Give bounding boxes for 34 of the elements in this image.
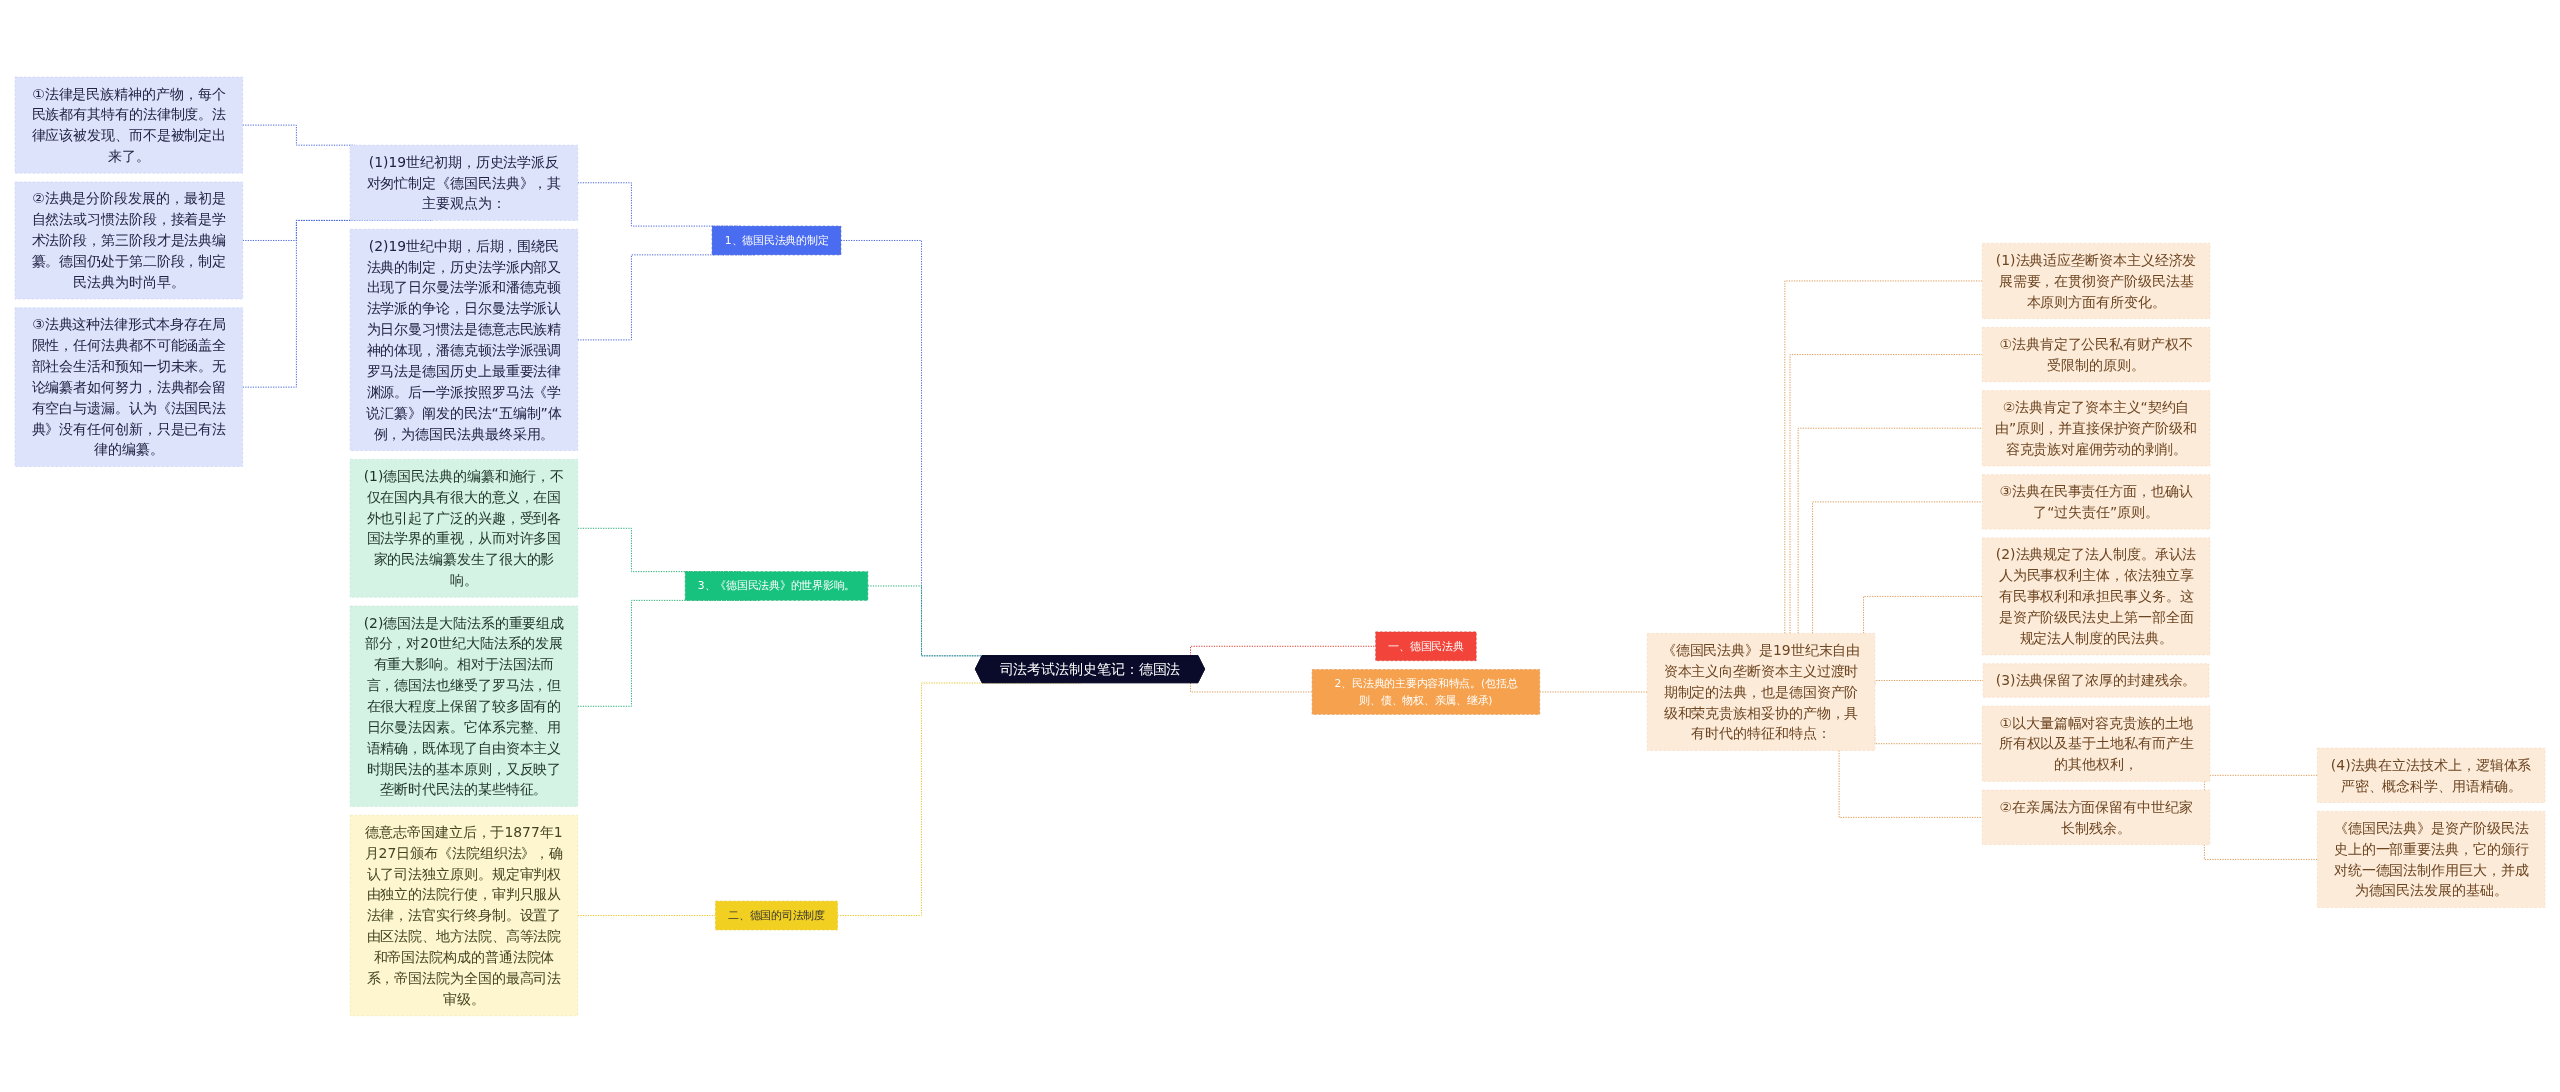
connector bbox=[1789, 353, 1983, 634]
node-box: ②法典肯定了资本主义“契约自由”原则，并直接保护资产阶级和容克贵族对雇佣劳动的剥削。 bbox=[1981, 389, 2211, 466]
connector bbox=[2203, 774, 2318, 791]
node-box: (3)法典保留了浓厚的封建残余。 bbox=[1982, 663, 2210, 698]
node-box: (1)德国民法典的编纂和施行，不仅在国内具有很大的意义，在国外也引起了广泛的兴趣，受到各国法学界的重视，从而对许多国家的民法编纂发生了很大的影响。 bbox=[349, 458, 579, 598]
node-box: ①法典肯定了公民私有财产权不受限制的原则。 bbox=[1981, 326, 2211, 382]
node-box: (2)法典规定了法人制度。承认法人为民事权利主体，依法独立享有民事权利和承担民事义务。这是资产阶级民法史上第一部全面规定法人制度的民法典。 bbox=[1981, 537, 2211, 655]
connector bbox=[577, 914, 716, 916]
node-box: (2)德国法是大陆法系的重要组成部分，对20世纪大陆法系的发展有重大影响。相对于法国法而言，德国法也继受了罗马法，但在很大程度上保留了较多固有的日尔曼法因素。它体系完整、用语精确，既体现了自由资本主义时期民法的基本原则，又反映了垄断时代民法的某些特征。 bbox=[349, 605, 579, 807]
node-box: ①以大量篇幅对容克贵族的土地所有权以及基于土地私有而产生的其他权利， bbox=[1981, 705, 2211, 782]
connector bbox=[1784, 280, 1983, 634]
connector bbox=[1797, 427, 1983, 634]
node-box: (4)法典在立法技术上，逻辑体系严密、概念科学、用语精确。 bbox=[2317, 747, 2546, 803]
node-box: 德意志帝国建立后，于1877年1月27日颁布《法院组织法》，确认了司法独立原则。规定审判权由独立的法院行使，审判只服从法律，法官实行终身制。设置了由区法院、地方法院、高等法院和帝国法院构成的普通法院体系，帝国法院为全国的最高司法审级。 bbox=[349, 814, 579, 1016]
node-box: 二、德国的司法制度 bbox=[715, 900, 838, 930]
node-box: 3、《德国民法典》的世界影响。 bbox=[684, 570, 869, 601]
node-box: 2、民法典的主要内容和特点。(包括总则、债、物权、亲属、继承) bbox=[1311, 668, 1541, 715]
node-box: ③法典在民事责任方面，也确认了“过失责任”原则。 bbox=[1981, 474, 2211, 529]
node-box: (2)19世纪中期，后期，围绕民法典的制定，历史法学派内部又出现了日尔曼法学派和潘德克顿法学派的争论，日尔曼法学派认为日尔曼习惯法是德意志民族精神的体现，潘德克顿法学派强调罗马法是德国历史上最重要法律渊源。后一学派按照罗马法《学说汇纂》阐发的民法“五编制”体例，为德国民法典最终采用。 bbox=[349, 228, 579, 451]
node-box: (1)法典适应垄断资本主义经济发展需要，在贯彻资产阶级民法基本原则方面有所变化。 bbox=[1981, 242, 2211, 319]
node-box: 《德国民法典》是资产阶级民法史上的一部重要法典，它的颁行对统一德国法制作用巨大，并成为德国民法发展的基础。 bbox=[2317, 810, 2546, 908]
connector bbox=[1812, 501, 1983, 634]
node-box: 1、德国民法典的制定 bbox=[711, 225, 842, 255]
node-box: 《德国民法典》是19世纪末自由资本主义向垄断资本主义过渡时期制定的法典，也是德国资产阶级和荣克贵族相妥协的产物，具有时代的特征和特点： bbox=[1646, 632, 1876, 751]
connector bbox=[1863, 595, 1983, 634]
connector bbox=[1190, 645, 1377, 656]
node-box: ①法律是民族精神的产物，每个民族都有其特有的法律制度。法律应该被发现、而不是被制定出来了。 bbox=[14, 76, 243, 174]
node-box: ②法典是分阶段发展的，最初是自然法或习惯法阶段，接着是学术法阶段，第三阶段才是法典编纂。德国仍处于第二阶段，制定民法典为时尚早。 bbox=[14, 181, 243, 299]
node-box: (1)19世纪初期，历史法学派反对匆忙制定《德国民法典》，其主要观点为： bbox=[349, 144, 579, 221]
node-box: ③法典这种法律形式本身存在局限性，任何法典都不可能涵盖全部社会生活和预知一切未来。无论编纂者如何努力，法典都会留有空白与遗漏。认为《法国民法典》没有任何创新，只是已有法律的编纂。 bbox=[14, 307, 243, 467]
node-box: ②在亲属法方面保留有中世纪家长制残余。 bbox=[1981, 789, 2211, 845]
connector bbox=[1539, 691, 1648, 693]
node-box: 一、德国民法典 bbox=[1375, 631, 1477, 661]
connector bbox=[1190, 682, 1313, 693]
